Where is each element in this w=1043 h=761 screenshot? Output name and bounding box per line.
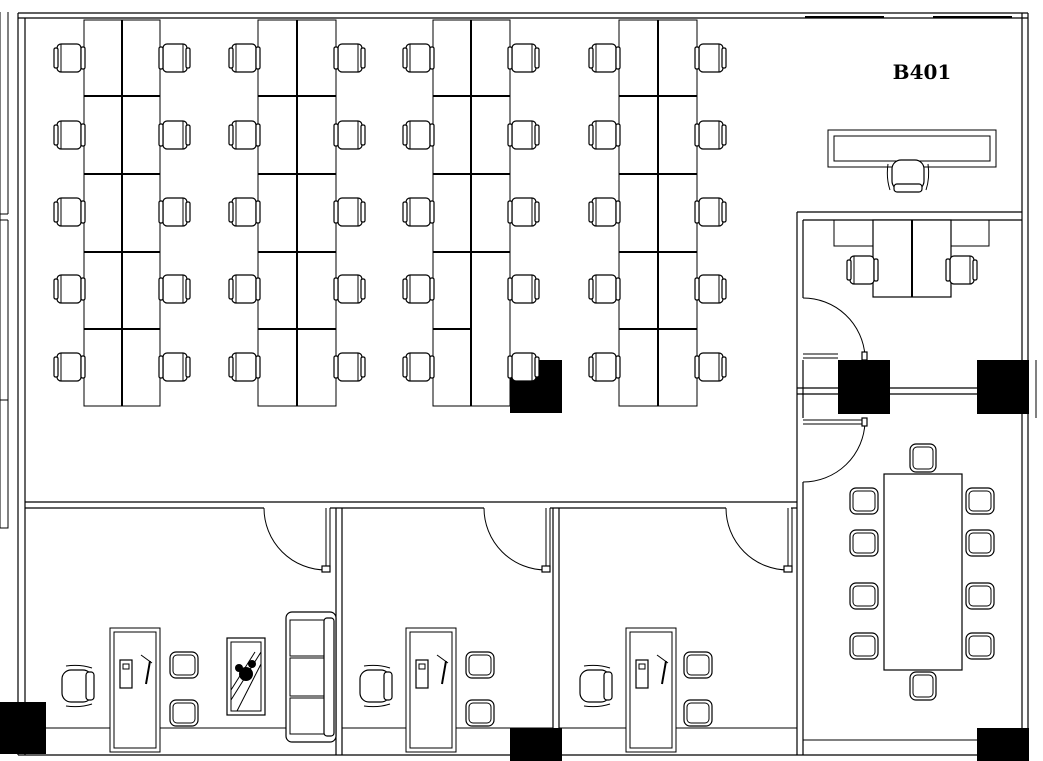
- office-chair-icon: [333, 197, 366, 227]
- office-chair-icon: [588, 197, 621, 227]
- office-chair-icon: [849, 487, 879, 515]
- computer-tower-icon: [119, 654, 153, 689]
- workstation-cluster-3: [432, 19, 511, 407]
- office-chair-icon: [465, 651, 495, 679]
- office-chair-icon: [965, 632, 995, 660]
- office-chair-icon: [359, 664, 393, 708]
- office-chair-icon: [465, 699, 495, 727]
- office-chair-icon: [333, 274, 366, 304]
- office-chair-icon: [158, 120, 191, 150]
- office-3: [579, 627, 713, 753]
- office-2: [359, 627, 495, 753]
- workstation-cluster-4: [618, 19, 698, 407]
- door-swing-icon: [483, 507, 551, 573]
- room-label: B401: [893, 60, 952, 84]
- office-chair-icon: [588, 352, 621, 382]
- structural-columns: [0, 360, 1029, 761]
- door-swing-icon: [802, 417, 868, 483]
- office-chair-icon: [694, 352, 727, 382]
- office-chair-icon: [333, 120, 366, 150]
- office-chair-icon: [228, 120, 261, 150]
- office-chair-icon: [53, 197, 86, 227]
- office-chair-icon: [169, 699, 199, 727]
- office-chair-icon: [886, 159, 930, 193]
- office-chair-icon: [965, 487, 995, 515]
- office-chair-icon: [61, 664, 95, 708]
- office-chair-icon: [694, 274, 727, 304]
- computer-tower-icon: [635, 654, 669, 689]
- office-chair-icon: [965, 529, 995, 557]
- office-chair-icon: [228, 274, 261, 304]
- door-swing-icon: [725, 507, 793, 573]
- office-chair-icon: [694, 43, 727, 73]
- office-chair-icon: [402, 274, 435, 304]
- office-chair-icon: [588, 274, 621, 304]
- office-chair-icon: [965, 582, 995, 610]
- office-chair-icon: [849, 582, 879, 610]
- office-chair-icon: [507, 352, 540, 382]
- office-chair-icon: [158, 197, 191, 227]
- office-chair-icon: [53, 43, 86, 73]
- office-1: [61, 611, 337, 753]
- office-chair-icon: [909, 443, 937, 473]
- office-chair-icon: [228, 43, 261, 73]
- office-chair-icon: [694, 120, 727, 150]
- office-chair-icon: [579, 664, 613, 708]
- office-chair-icon: [333, 43, 366, 73]
- office-chair-icon: [402, 197, 435, 227]
- office-chair-icon: [402, 43, 435, 73]
- office-chair-icon: [694, 197, 727, 227]
- office-chair-icon: [507, 197, 540, 227]
- office-chair-icon: [158, 274, 191, 304]
- office-chair-icon: [683, 651, 713, 679]
- office-chair-icon: [945, 255, 978, 285]
- office-chair-icon: [402, 120, 435, 150]
- office-chair-icon: [507, 120, 540, 150]
- workstation-cluster-2: [257, 19, 337, 407]
- workstation-cluster-1: [83, 19, 161, 407]
- office-chair-icon: [507, 43, 540, 73]
- office-chair-icon: [402, 352, 435, 382]
- plant-icon: [226, 637, 266, 716]
- office-chair-icon: [507, 274, 540, 304]
- workstation-chairs: [53, 43, 727, 382]
- office-chair-icon: [849, 529, 879, 557]
- door-swing-icon: [263, 507, 331, 573]
- meeting-table: [883, 473, 963, 671]
- office-chair-icon: [588, 43, 621, 73]
- office-chair-icon: [588, 120, 621, 150]
- office-chair-icon: [53, 274, 86, 304]
- office-chair-icon: [846, 255, 879, 285]
- office-chair-icon: [53, 120, 86, 150]
- office-chair-icon: [169, 651, 199, 679]
- office-chair-icon: [53, 352, 86, 382]
- sofa-icon: [285, 611, 337, 743]
- office-chair-icon: [909, 671, 937, 701]
- office-chair-icon: [158, 43, 191, 73]
- office-chair-icon: [228, 197, 261, 227]
- door-swing-icon: [802, 297, 868, 361]
- computer-tower-icon: [415, 654, 449, 689]
- office-chair-icon: [158, 352, 191, 382]
- office-chair-icon: [228, 352, 261, 382]
- office-chair-icon: [333, 352, 366, 382]
- office-chair-icon: [683, 699, 713, 727]
- office-chair-icon: [849, 632, 879, 660]
